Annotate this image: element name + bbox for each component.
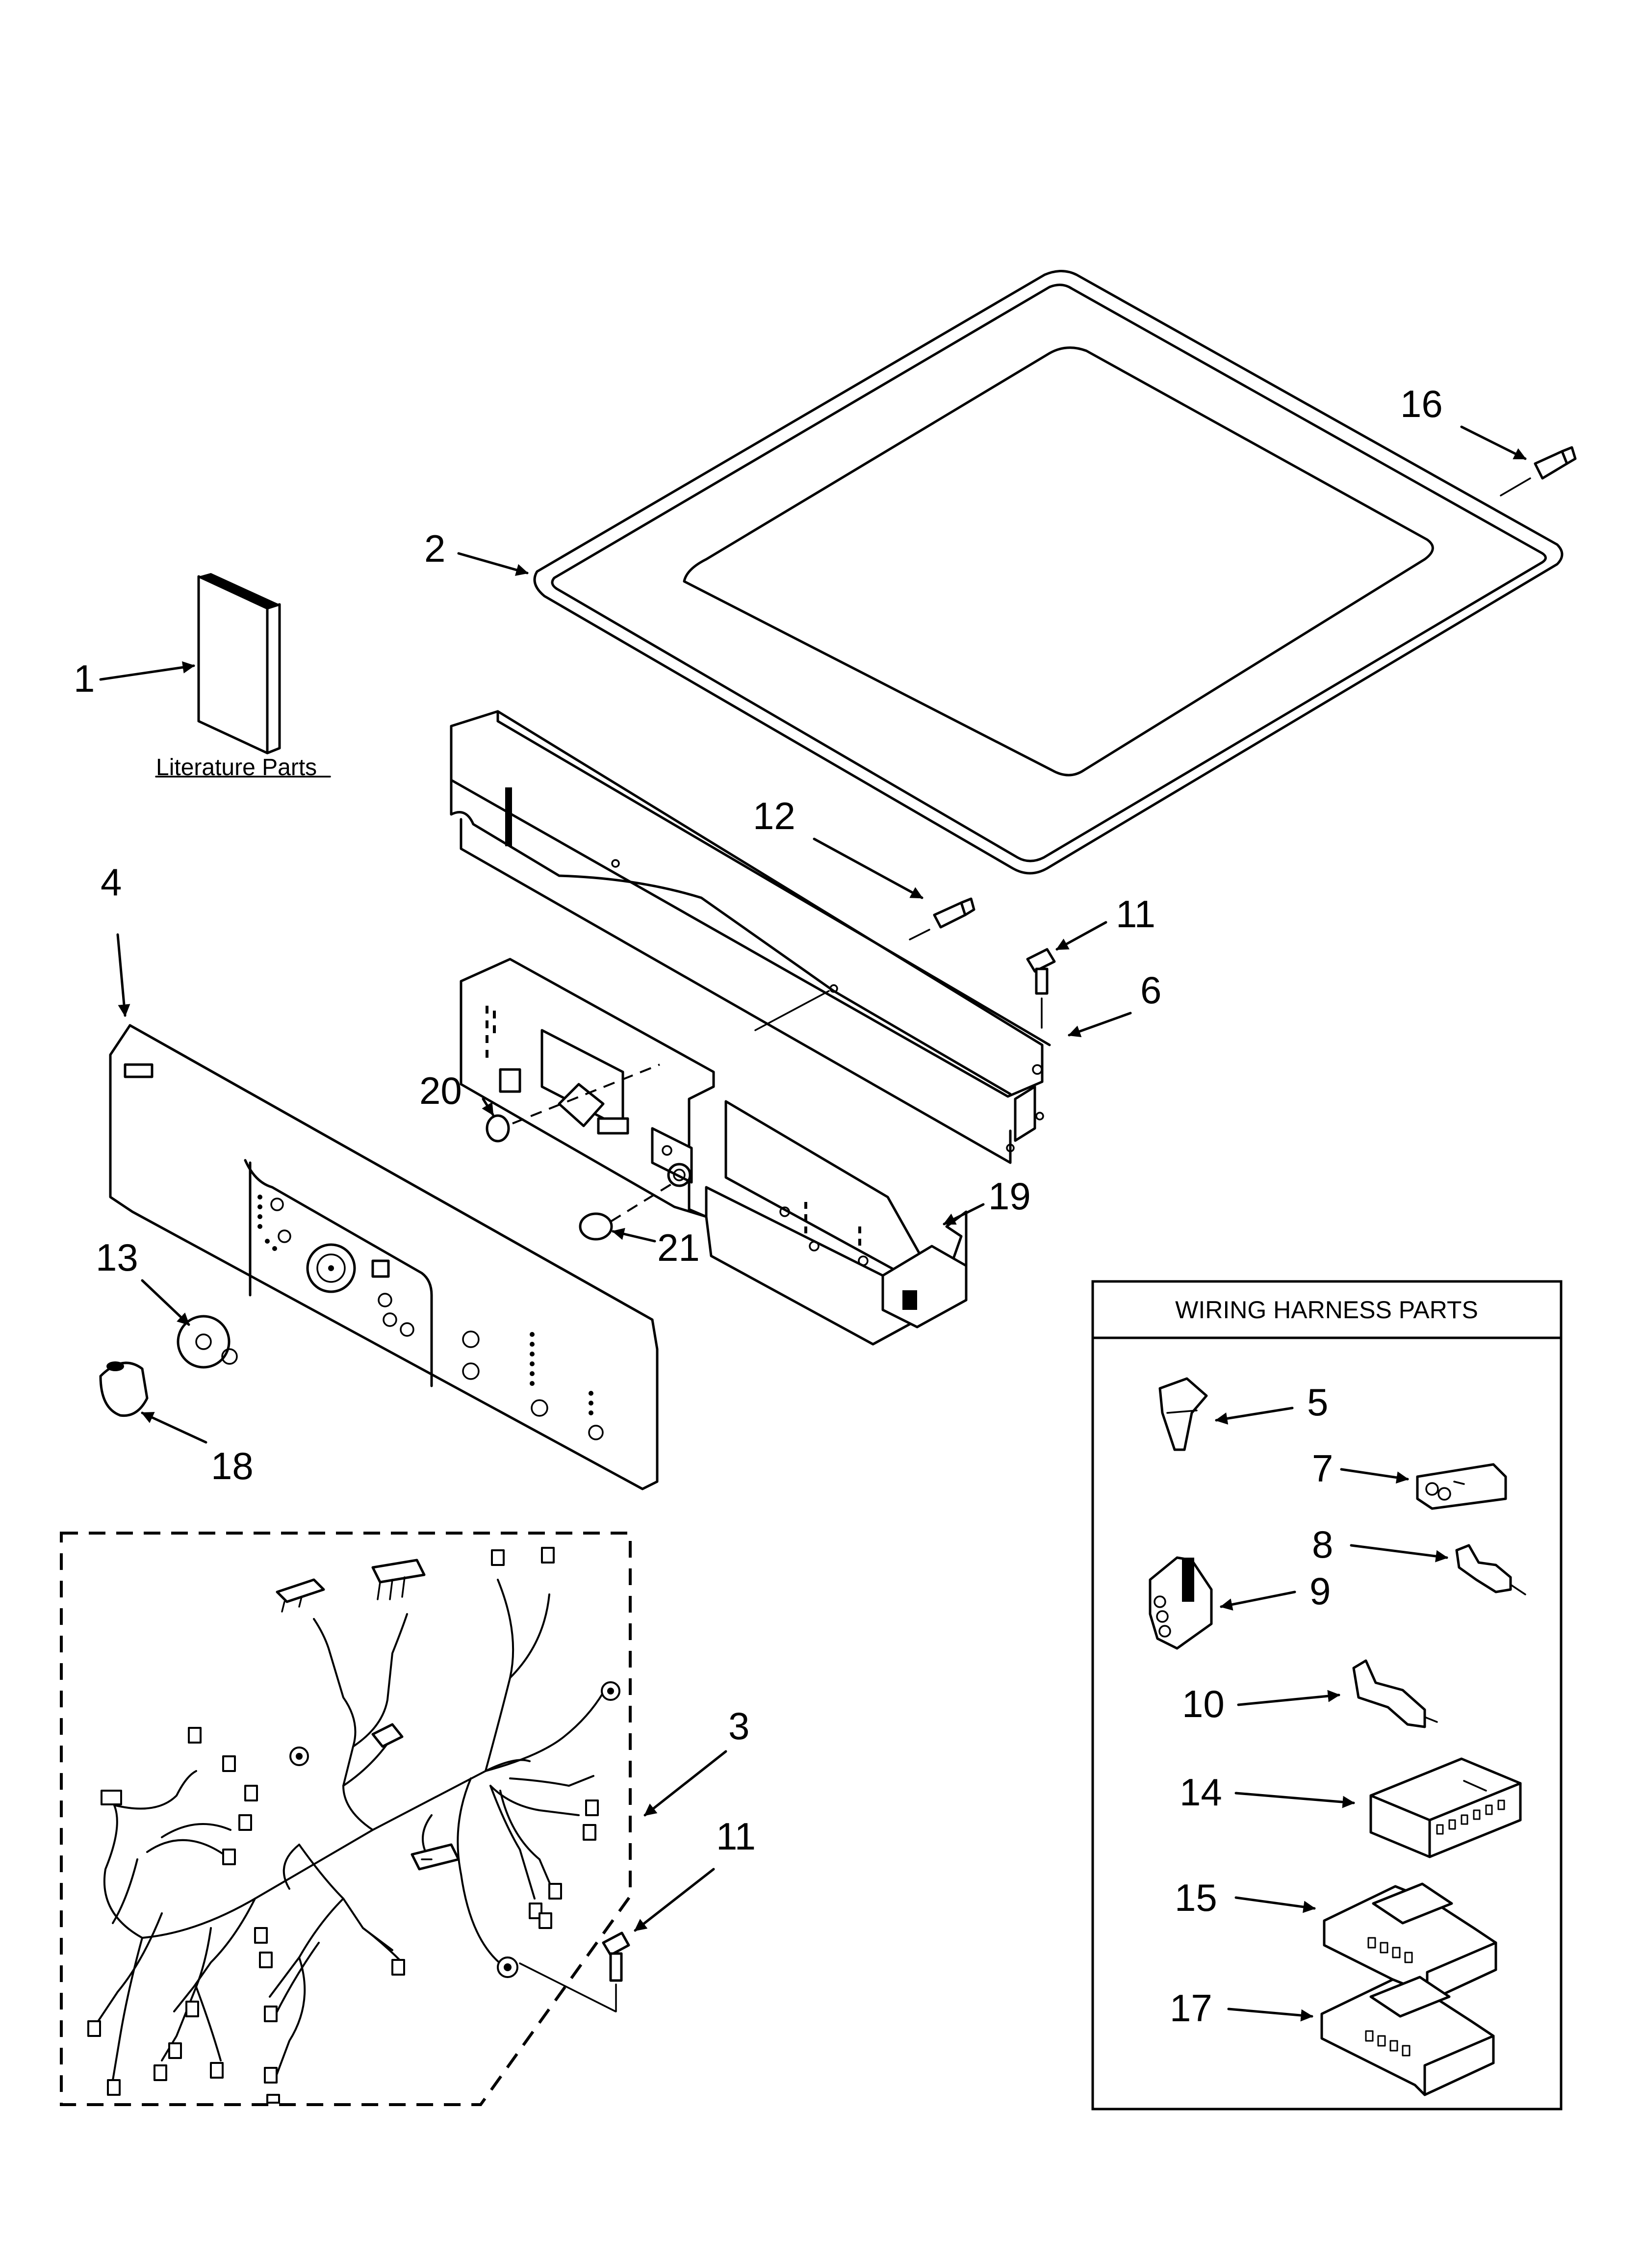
connector-7[interactable] [1416,1463,1507,1510]
callout-14: 14 [1180,1771,1222,1814]
callout-21: 21 [657,1226,700,1269]
literature-parts[interactable]: Literature Parts [155,573,331,781]
wiring-harness[interactable] [60,1532,632,2106]
callout-5: 5 [1307,1381,1328,1424]
console-panel[interactable] [109,1024,659,1490]
harness-connector-top-left [276,1578,325,1613]
harness-connector-mid [371,1723,404,1748]
callout-numbers: 1 2 3 4 5 6 7 8 9 10 11 11 12 13 14 15 1… [74,382,1443,2030]
screw-12[interactable] [909,897,975,940]
callout-11-upper: 11 [1116,892,1155,936]
knob-skirt-13[interactable] [177,1315,238,1369]
harness-connector-center [410,1843,460,1871]
screw-11-lower[interactable] [602,1931,630,2012]
callout-10: 10 [1182,1682,1225,1725]
callout-19: 19 [988,1174,1031,1218]
screw-16[interactable] [1500,446,1577,496]
terminal-10[interactable] [1352,1659,1438,1728]
terminal-8[interactable] [1455,1544,1526,1595]
harness-clip-5[interactable] [1158,1377,1208,1451]
housing-15[interactable] [1323,1882,1497,2003]
callout-9: 9 [1309,1569,1331,1613]
callout-8: 8 [1312,1523,1333,1566]
housing-17[interactable] [1320,1976,1495,2096]
callout-16: 16 [1400,382,1443,425]
callout-20: 20 [419,1069,462,1112]
callout-6: 6 [1140,968,1161,1012]
button-21[interactable] [579,1181,675,1241]
harness-connector-top-mid [371,1559,426,1600]
screw-11-upper[interactable] [1026,948,1056,1029]
callout-18: 18 [211,1444,254,1487]
callout-1: 1 [74,657,95,700]
callout-4: 4 [101,860,122,904]
callout-3: 3 [728,1704,749,1747]
callout-12: 12 [753,794,795,837]
wiring-harness-parts-box: WIRING HARNESS PARTS [1091,1280,1563,2111]
wiring-box-title: WIRING HARNESS PARTS [1175,1296,1478,1324]
callout-15: 15 [1175,1876,1217,1919]
console-brace[interactable] [450,710,1051,1164]
leader-lines [99,425,1527,2022]
housing-14[interactable] [1369,1757,1522,1858]
callout-7: 7 [1312,1447,1333,1490]
callout-17: 17 [1170,1986,1212,2030]
top-panel[interactable] [533,270,1564,875]
callout-11-lower: 11 [716,1815,756,1858]
connector-9[interactable] [1149,1556,1213,1650]
callout-2: 2 [424,527,445,570]
control-housing[interactable] [460,958,968,1346]
button-20[interactable] [486,1064,660,1143]
callout-13: 13 [96,1236,138,1279]
knob-18[interactable] [99,1361,149,1417]
literature-parts-caption: Literature Parts [156,755,317,781]
